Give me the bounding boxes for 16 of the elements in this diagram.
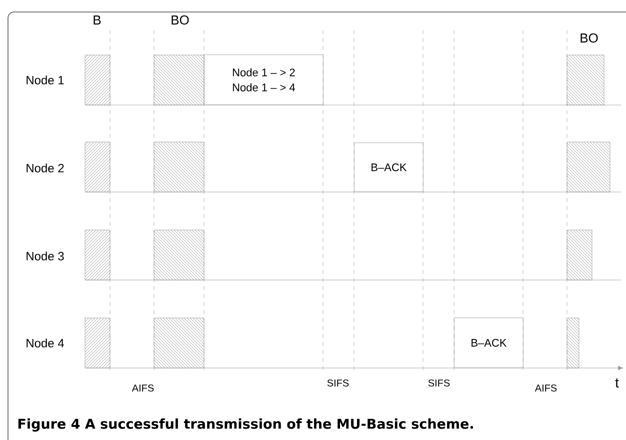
top-label: B (94, 16, 101, 24)
interval-label: AIFS (534, 384, 557, 392)
row-label: Node 2 (26, 164, 64, 172)
row-label: Node 4 (26, 338, 64, 348)
interval-label: AIFS (132, 384, 154, 392)
frame-box: Node 1 – > 2 Node 1 – > 4 (204, 54, 324, 105)
axis-label: t (615, 378, 619, 388)
frame-box: B–ACK (354, 142, 424, 192)
row-label: Node 1 (26, 76, 64, 84)
figure-caption: Figure 4 A successful transmission of the MU-Basic scheme. (18, 418, 473, 432)
top-label: BO (580, 33, 598, 43)
frame-box: B–ACK (454, 318, 524, 368)
row-label: Node 3 (26, 252, 64, 260)
interval-label: SIFS (428, 379, 450, 387)
interval-label: SIFS (327, 379, 349, 387)
top-label: BO (172, 15, 189, 25)
